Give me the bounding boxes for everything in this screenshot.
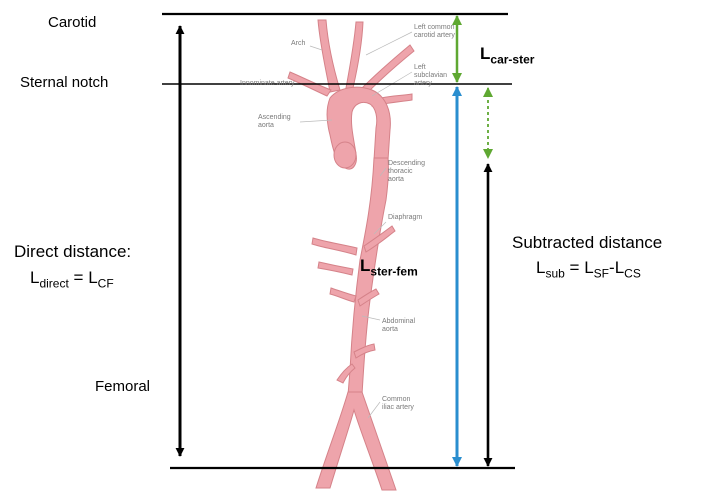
direct-distance-title: Direct distance: xyxy=(14,242,131,262)
subtracted-distance-title: Subtracted distance xyxy=(512,233,662,253)
diaphragm-label: Diaphragm xyxy=(388,214,422,222)
aorta-illustration xyxy=(288,20,414,490)
femoral-label: Femoral xyxy=(95,378,150,395)
arch-label: Arch xyxy=(291,40,305,48)
subtracted-distance-formula: Lsub = LSF-LCS xyxy=(536,258,641,280)
car-ster-segment-label: Lcar-ster xyxy=(480,44,534,66)
carotid-label: Carotid xyxy=(48,14,96,31)
sternal-notch-label: Sternal notch xyxy=(20,74,108,91)
ster-fem-segment-label: Lster-fem xyxy=(360,256,418,278)
direct-distance-formula: Ldirect = LCF xyxy=(30,268,114,290)
innominate-label: Innominate artery xyxy=(240,80,294,88)
